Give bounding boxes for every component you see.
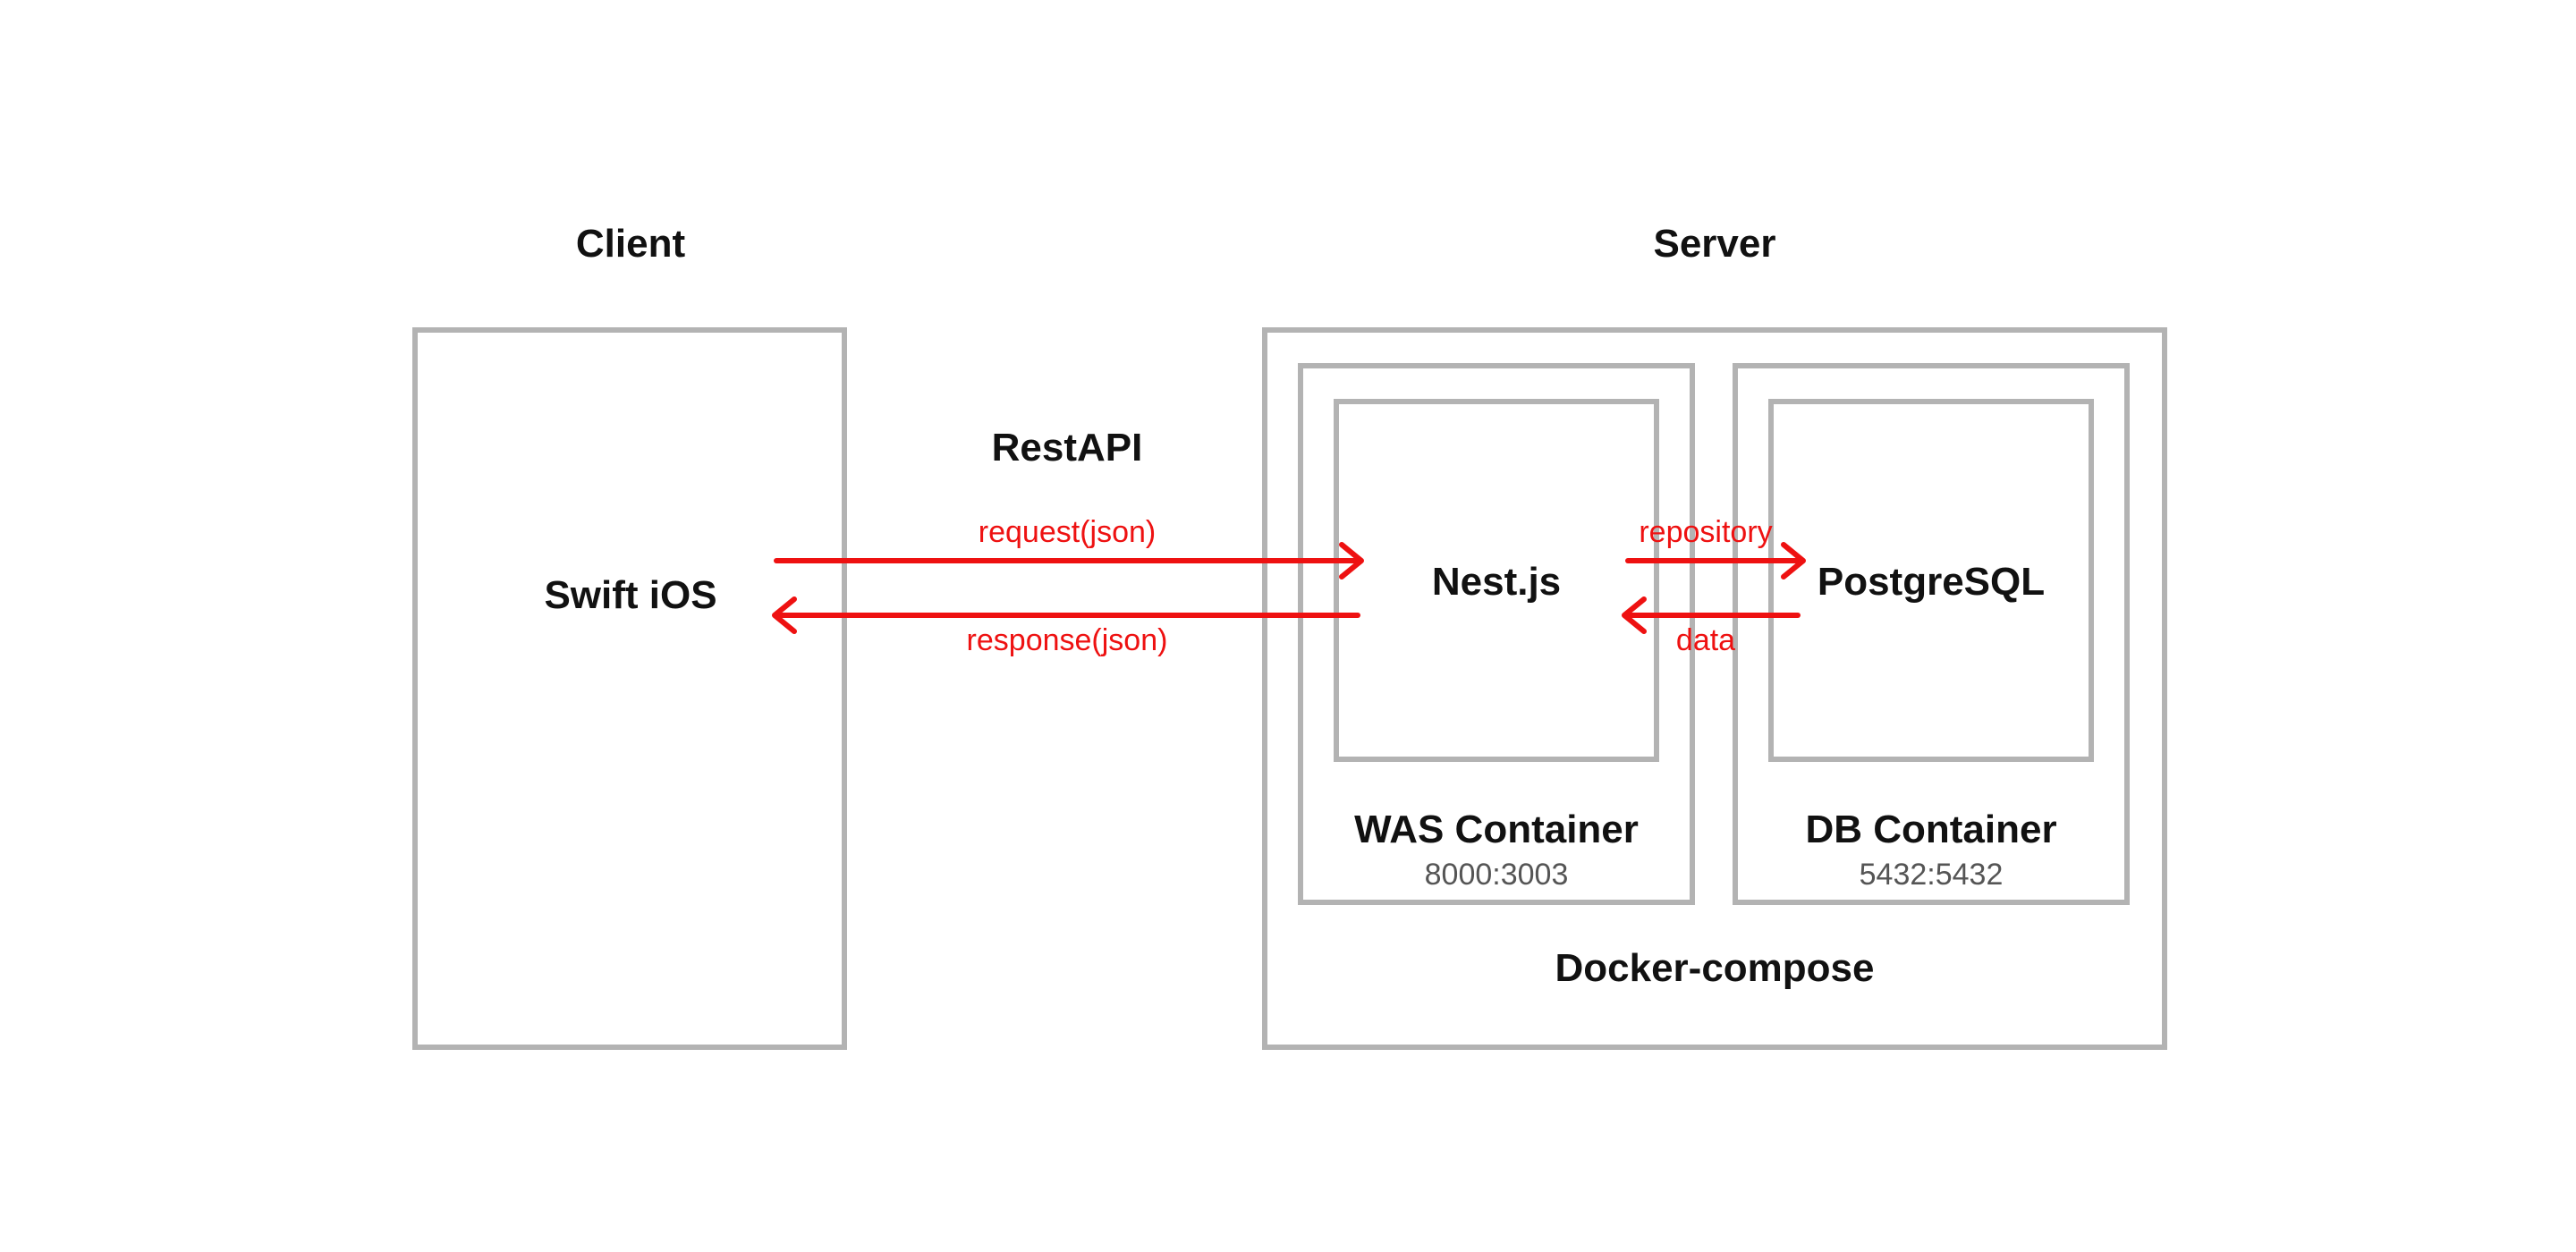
response-arrow [772,596,1360,634]
postgresql-label: PostgreSQL [1817,560,2046,604]
response-label: response(json) [966,623,1168,657]
postgresql-box [1768,399,2094,762]
request-label: request(json) [978,515,1157,549]
docker-compose-label: Docker-compose [1555,946,1875,990]
swift-ios-label: Swift iOS [544,573,717,617]
client-heading: Client [575,222,686,266]
db-container-label: DB Container [1805,808,2057,851]
db-ports: 5432:5432 [1859,858,2004,892]
nestjs-box [1334,399,1659,762]
db-container-box [1733,363,2130,905]
server-heading: Server [1653,222,1776,266]
nestjs-label: Nest.js [1431,560,1562,604]
was-ports: 8000:3003 [1424,858,1569,892]
restapi-label: RestAPI [991,426,1143,470]
server-box [1262,327,2167,1050]
data-label: data [1675,623,1736,657]
was-container-label: WAS Container [1354,808,1639,851]
data-arrow [1622,596,1801,634]
request-arrow [774,542,1364,579]
repository-label: repository [1639,515,1773,549]
repository-arrow [1625,542,1806,579]
was-container-box [1298,363,1695,905]
client-box [412,327,847,1050]
